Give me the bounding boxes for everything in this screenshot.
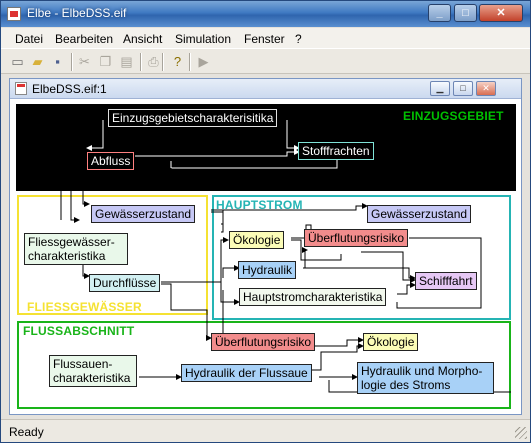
maximize-button[interactable]: □ [454,4,477,22]
node-ueberflutungsrisiko-flussabschnitt[interactable]: Überflutungsrisiko [211,333,316,351]
menu-fenster[interactable]: Fenster [244,32,285,46]
status-text: Ready [9,425,44,439]
document-maximize-button[interactable]: □ [453,81,473,96]
new-file-icon[interactable]: ▭ [11,53,24,69]
region-label-flussabschnitt: FLUSSABSCHNITT [23,324,135,338]
menu-datei[interactable]: Datei [15,32,44,46]
node-hauptstromcharakteristika[interactable]: Hauptstromcharakteristika [239,288,387,306]
toolbar: ▭ ▰ ▪ ✂ ❐ ▤ ⎙? ▶ [1,48,530,74]
document-icon[interactable] [15,82,27,95]
paste-icon: ▤ [120,53,133,69]
open-folder-icon[interactable]: ▰ [32,53,43,69]
node-durchfluesse[interactable]: Durchflüsse [89,274,161,292]
print-icon: ⎙ [148,53,159,69]
region-flussabschnitt [17,321,511,409]
region-label-fliessgewaesser: FLIESSGEWÄSSER [27,300,142,314]
title-bar[interactable]: Elbe - ElbeDSS.eif _ □ ✕ [1,1,530,27]
save-icon[interactable]: ▪ [55,54,60,69]
node-hydraulik-hauptstrom[interactable]: Hydraulik [238,261,297,279]
minimize-button[interactable]: _ [428,4,451,22]
node-gewaesserzustand-fliessgewaesser[interactable]: Gewässerzustand [91,205,196,223]
document-close-button[interactable]: ✕ [476,81,496,96]
toolbar-separator [71,53,73,71]
menu-bearbeiten[interactable]: Bearbeiten [55,32,114,46]
region-hauptstrom [212,195,511,320]
document-title: ElbeDSS.eif:1 [32,82,107,96]
node-hydraulik-der-flussaue[interactable]: Hydraulik der Flussaue [181,364,312,382]
node-flussauencharakteristika[interactable]: Flussauen-charakteristika [49,355,137,387]
node-schifffahrt[interactable]: Schifffahrt [415,272,477,290]
model-diagram[interactable]: EINZUGSGEBIET FLIESSGEWÄSSER HAUPTSTROM … [11,100,519,413]
menu-help[interactable]: ? [295,32,302,46]
copy-icon: ❐ [99,53,112,69]
node-stofffrachten[interactable]: Stofffrachten [298,142,374,160]
region-label-hauptstrom: HAUPTSTROM [216,198,303,212]
run-icon: ▶ [198,53,209,69]
menu-simulation[interactable]: Simulation [175,32,232,46]
node-hydraulik-und-morphologie[interactable]: Hydraulik und Morpho-logie des Stroms [357,362,494,394]
region-label-einzugsgebiet: EINZUGSGEBIET [403,109,504,123]
toolbar-separator [140,53,142,71]
node-ueberflutungsrisiko-hauptstrom[interactable]: Überflutungsrisiko [304,229,409,247]
node-gewaesserzustand-hauptstrom[interactable]: Gewässerzustand [367,205,472,223]
help-icon[interactable]: ? [173,54,182,69]
document-title-bar[interactable]: ElbeDSS.eif:1 ▁ □ ✕ [10,79,521,99]
node-abfluss[interactable]: Abfluss [87,152,135,170]
close-button[interactable]: ✕ [479,4,523,22]
status-bar: Ready [1,419,530,442]
app-icon[interactable] [7,7,21,21]
menu-ansicht[interactable]: Ansicht [123,32,163,46]
document-minimize-button[interactable]: ▁ [430,81,450,96]
region-fliessgewaesser [17,195,208,315]
menu-bar: Datei Bearbeiten Ansicht Simulation Fens… [1,28,530,48]
node-oekologie-flussabschnitt[interactable]: Ökologie [363,333,419,351]
toolbar-separator [162,53,164,71]
cut-icon: ✂ [79,53,90,69]
document-window: ElbeDSS.eif:1 ▁ □ ✕ EINZUGSGEBIET FLIESS… [9,78,522,415]
node-oekologie-hauptstrom[interactable]: Ökologie [229,231,285,249]
toolbar-separator [189,53,191,71]
node-einzugsgebietscharakterisitika[interactable]: Einzugsgebietscharakterisitika [108,109,278,127]
window-title: Elbe - ElbeDSS.eif [27,6,127,20]
node-fliessgewaessercharakteristika[interactable]: Fliessgewässer-charakteristika [24,233,128,265]
resize-grip-icon[interactable] [515,427,527,439]
